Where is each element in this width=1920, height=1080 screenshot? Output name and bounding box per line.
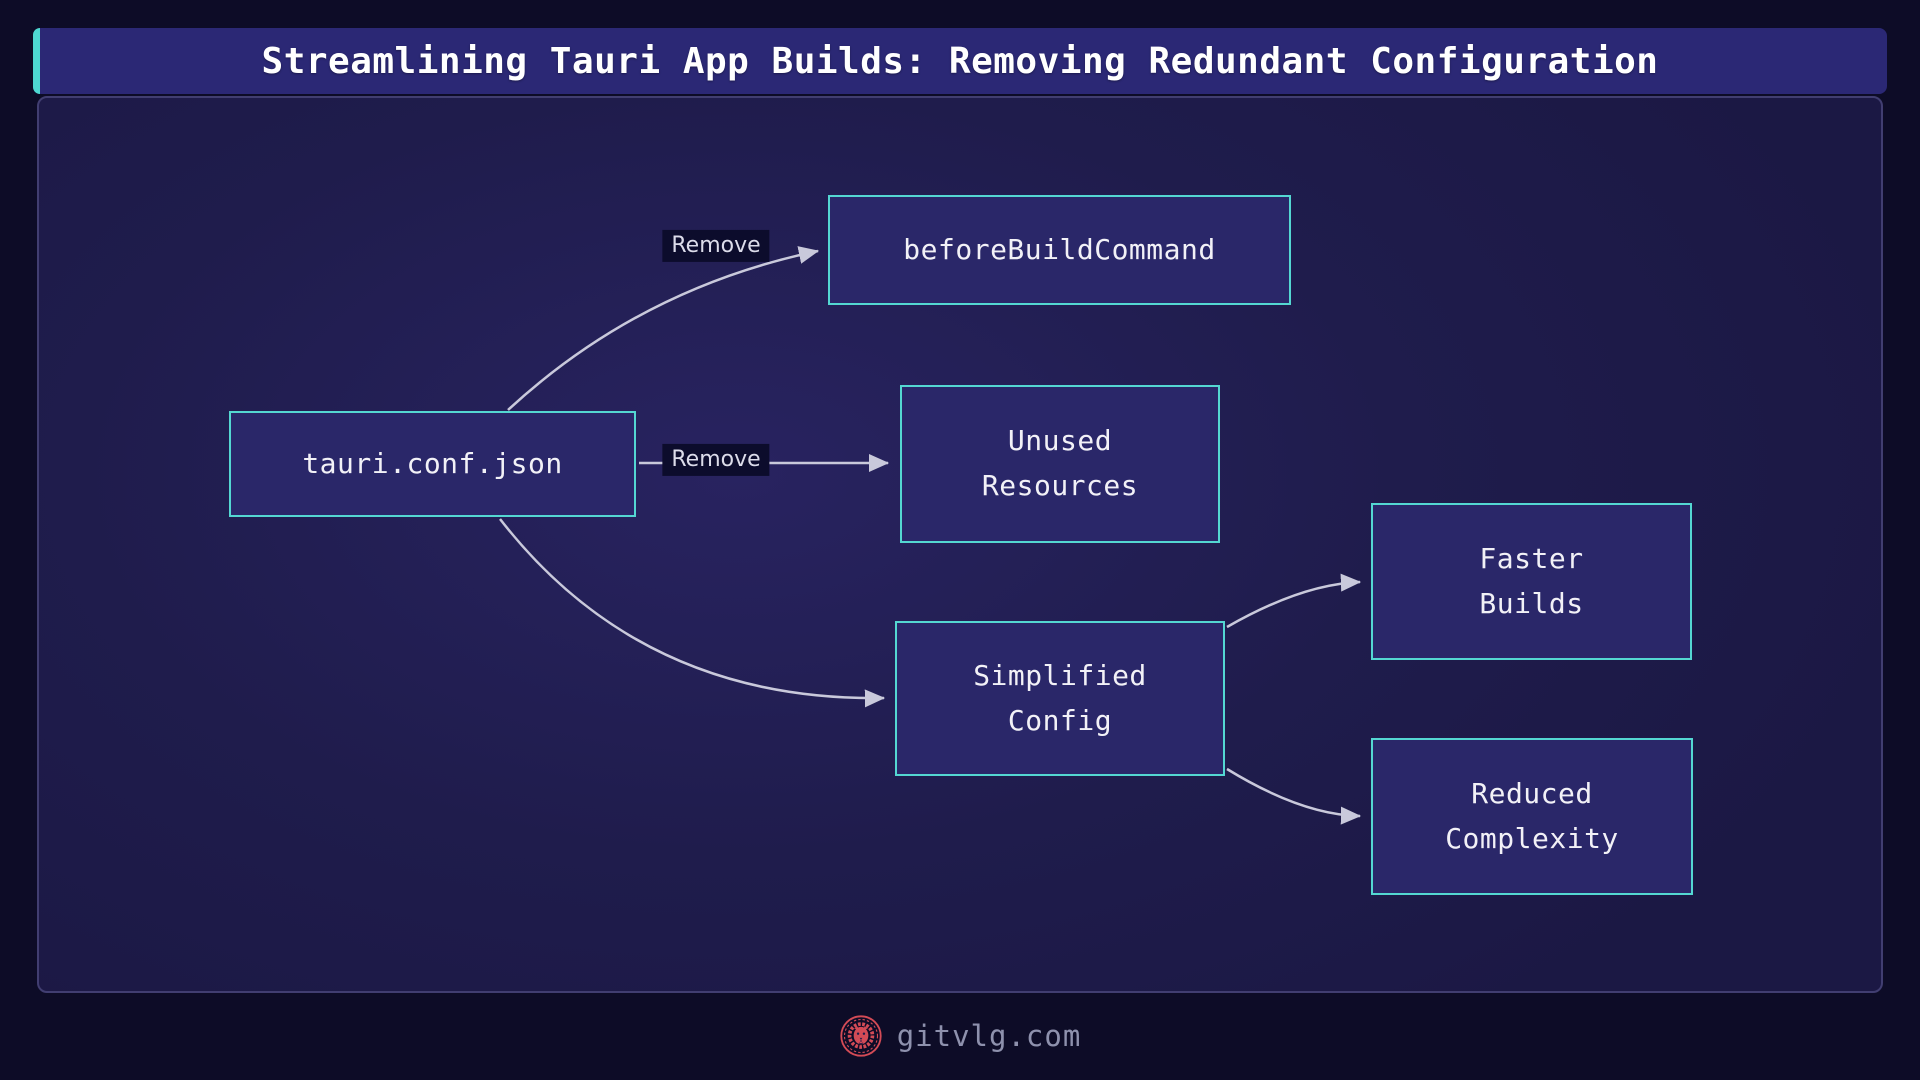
lion-emblem-icon — [840, 1015, 882, 1057]
footer-site-text: gitvlg.com — [896, 1019, 1082, 1053]
page-title: Streamlining Tauri App Builds: Removing … — [261, 40, 1659, 82]
edge-label-remove-beforebuildcommand: Remove — [662, 229, 770, 263]
node-tauri-conf-json: tauri.conf.json — [229, 411, 636, 517]
node-before-build-command: beforeBuildCommand — [828, 195, 1291, 305]
title-accent-bar — [33, 28, 40, 94]
node-faster-builds: Faster Builds — [1371, 503, 1692, 660]
node-reduced-complexity: Reduced Complexity — [1371, 738, 1693, 895]
node-simplified-config: Simplified Config — [895, 621, 1225, 776]
node-unused-resources: Unused Resources — [900, 385, 1220, 543]
footer: gitvlg.com — [0, 1008, 1920, 1064]
title-bar: Streamlining Tauri App Builds: Removing … — [33, 28, 1887, 94]
edge-label-remove-unused-resources: Remove — [662, 443, 770, 477]
